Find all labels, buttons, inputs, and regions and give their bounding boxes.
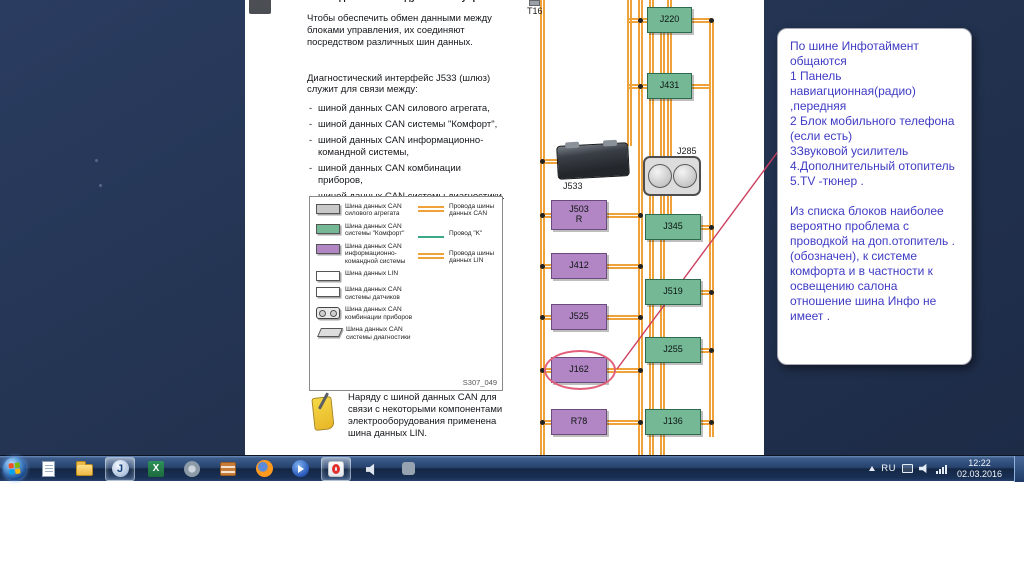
instrument-cluster-icon xyxy=(643,156,701,196)
junction-dot xyxy=(638,368,643,373)
network-tray-icon[interactable] xyxy=(936,464,947,474)
excel-icon: X xyxy=(148,461,164,477)
annotation-line: 5.TV -тюнер . xyxy=(790,174,955,189)
desktop-artifact xyxy=(99,184,102,187)
annotation-line: 4.Дополнительный отопитель xyxy=(790,159,955,174)
node-label: J136 xyxy=(663,417,683,427)
wire-segment xyxy=(667,33,672,74)
taskbar-app-file-manager[interactable] xyxy=(213,457,243,481)
taskbar-app-opera[interactable] xyxy=(321,457,351,481)
node-j519: J519 xyxy=(645,279,701,305)
junction-dot xyxy=(709,420,714,425)
wire-segment xyxy=(692,84,711,89)
junction-dot xyxy=(540,315,545,320)
junction-dot xyxy=(638,213,643,218)
display-tray-icon[interactable] xyxy=(902,464,913,473)
media-player-icon xyxy=(292,460,309,477)
node-j345: J345 xyxy=(645,214,701,240)
node-label: J345 xyxy=(663,222,683,232)
taskbar: J X RU 12:22 02.03.2016 xyxy=(0,455,1024,481)
notepad-icon xyxy=(42,461,55,477)
highlight-circle xyxy=(544,350,616,390)
speaker-icon xyxy=(366,464,379,476)
annotation-note: Из списка блоков наиболее вероятно пробл… xyxy=(790,204,955,324)
node-label: J519 xyxy=(663,287,683,297)
gateway-module-icon xyxy=(556,142,630,180)
utility-icon xyxy=(402,462,415,475)
junction-dot xyxy=(709,18,714,23)
junction-dot xyxy=(638,264,643,269)
taskbar-app-media-player[interactable] xyxy=(285,457,315,481)
annotation-box: По шине Инфотаймент общаются 1 Панель на… xyxy=(777,28,972,365)
annotation-line: По шине Инфотаймент общаются xyxy=(790,39,955,69)
wire-segment xyxy=(667,99,672,157)
taskbar-app-folder[interactable] xyxy=(69,457,99,481)
node-label: J525 xyxy=(569,312,589,322)
taskbar-app-excel[interactable]: X xyxy=(141,457,171,481)
java-icon: J xyxy=(112,460,129,477)
folder-icon xyxy=(76,464,93,476)
opera-icon xyxy=(328,461,344,477)
junction-dot xyxy=(638,420,643,425)
desktop-artifact xyxy=(95,159,98,162)
taskbar-app-notepad[interactable] xyxy=(33,457,63,481)
firefox-icon xyxy=(256,460,273,477)
document-page: обмен данными между блоками управления Ч… xyxy=(245,0,764,455)
node-j255: J255 xyxy=(645,337,701,363)
node-label: J255 xyxy=(663,345,683,355)
wire-segment xyxy=(667,196,672,215)
volume-tray-icon[interactable] xyxy=(919,464,930,474)
taskbar-app-utility[interactable] xyxy=(393,457,423,481)
node-label: J412 xyxy=(569,261,589,271)
junction-dot xyxy=(540,213,545,218)
node-label: R78 xyxy=(571,417,588,427)
node-label: J431 xyxy=(660,81,680,91)
system-tray: RU 12:22 02.03.2016 xyxy=(869,456,1024,482)
taskbar-app-volume-mixer[interactable] xyxy=(357,457,387,481)
file-manager-icon xyxy=(220,462,236,476)
annotation-line: 3Звуковой усилитель xyxy=(790,144,955,159)
taskbar-app-java[interactable]: J xyxy=(105,457,135,481)
junction-dot xyxy=(709,348,714,353)
junction-dot xyxy=(709,225,714,230)
node-label: R xyxy=(576,215,583,225)
wire-segment xyxy=(638,0,643,455)
node-j136: J136 xyxy=(645,409,701,435)
taskbar-app-firefox[interactable] xyxy=(249,457,279,481)
junction-dot xyxy=(709,290,714,295)
node-label: J220 xyxy=(660,15,680,25)
annotation-line: 2 Блок мобильного телефона (если есть) xyxy=(790,114,955,144)
wire-segment xyxy=(540,0,545,455)
junction-dot xyxy=(540,159,545,164)
junction-dot xyxy=(540,264,545,269)
node-j525: J525 xyxy=(551,304,607,330)
label-j533: J533 xyxy=(563,181,583,191)
desktop-background: обмен данными между блоками управления Ч… xyxy=(0,0,1024,455)
wiring-diagram: T16 J533 J285 J220 J431 J503R J412 J525 … xyxy=(245,0,764,455)
node-r78: R78 xyxy=(551,409,607,435)
language-indicator[interactable]: RU xyxy=(881,463,896,474)
junction-dot xyxy=(638,18,643,23)
tray-date: 02.03.2016 xyxy=(957,469,1002,480)
junction-dot xyxy=(638,84,643,89)
junction-dot xyxy=(540,420,545,425)
node-j220: J220 xyxy=(647,7,692,33)
hidden-icons-chevron-icon[interactable] xyxy=(869,466,875,471)
taskbar-app-settings[interactable] xyxy=(177,457,207,481)
node-j431: J431 xyxy=(647,73,692,99)
junction-dot xyxy=(638,315,643,320)
gear-icon xyxy=(184,461,200,477)
label-t16: T16 xyxy=(527,6,543,16)
start-button[interactable] xyxy=(3,457,26,480)
annotation-line: 1 Панель навиагционная(радио) ,передняя xyxy=(790,69,955,114)
node-j412: J412 xyxy=(551,253,607,279)
clock[interactable]: 12:22 02.03.2016 xyxy=(957,458,1002,480)
label-j285: J285 xyxy=(677,146,697,156)
show-desktop-button[interactable] xyxy=(1014,456,1024,482)
windows-logo-icon xyxy=(8,462,20,474)
tray-time: 12:22 xyxy=(957,458,1002,469)
node-j503r: J503R xyxy=(551,200,607,230)
